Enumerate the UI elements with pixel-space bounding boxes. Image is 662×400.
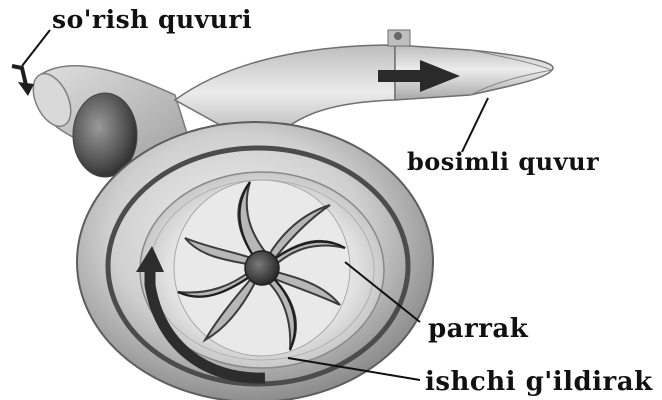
suction-pipe-label: so'rish quvuri (52, 7, 252, 32)
impeller (174, 180, 350, 356)
impeller-label: ishchi g'ildirak (425, 369, 653, 395)
pressure-pipe-label: bosimli quvur (407, 150, 599, 174)
impeller-hub (245, 251, 279, 285)
suction-pipe-leader (22, 30, 50, 66)
inlet-marker-icon (12, 66, 34, 96)
pressure-pipe-leader (462, 98, 488, 152)
blade-label: parrak (428, 316, 528, 342)
